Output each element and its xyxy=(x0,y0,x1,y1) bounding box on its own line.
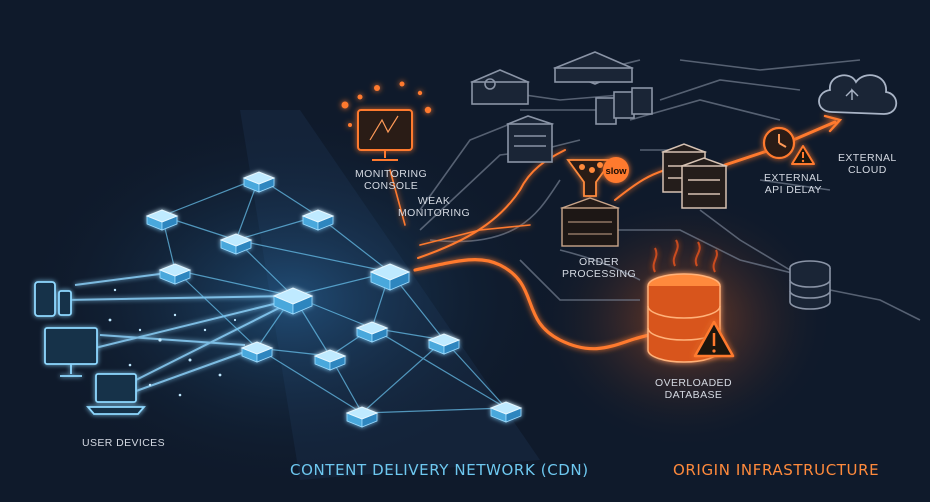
slow-badge: slow xyxy=(603,157,629,183)
order-processing-label-line2: PROCESSING xyxy=(562,268,637,280)
cdn-link xyxy=(235,239,391,273)
user-devices-label: USER DEVICES xyxy=(82,437,165,449)
cdn-node-icon xyxy=(313,349,347,371)
external-cloud-label: EXTERNAL CLOUD xyxy=(838,152,897,176)
order-processing-label-line1: ORDER xyxy=(579,256,619,268)
order-processing-label: ORDER PROCESSING xyxy=(562,256,636,280)
slow-badge-text: slow xyxy=(605,166,627,177)
external-cloud-label-line2: CLOUD xyxy=(847,164,887,176)
cdn-node-icon xyxy=(145,209,179,231)
cdn-node-icon xyxy=(158,263,192,285)
external-api-delay-label-line2: API DELAY xyxy=(764,184,822,196)
cdn-nodes xyxy=(145,171,523,428)
desktop-monitor-icon xyxy=(44,327,98,377)
laptop-icon xyxy=(86,373,146,415)
tablet-icon xyxy=(34,281,56,317)
user-traffic-streams xyxy=(64,271,291,396)
phone-icon xyxy=(58,290,72,316)
cdn-node-icon xyxy=(242,171,276,193)
cdn-link xyxy=(361,339,445,414)
cdn-link xyxy=(161,177,260,217)
cdn-node-icon xyxy=(427,333,461,355)
weak-monitoring-label-line2: MONITORING xyxy=(398,207,471,219)
monitor-icon xyxy=(357,109,413,161)
server-icon xyxy=(552,51,635,85)
warning-icon xyxy=(791,145,815,165)
cdn-link xyxy=(361,407,507,414)
overloaded-database-label-line1: OVERLOADED xyxy=(655,377,732,389)
warning-icon xyxy=(693,320,735,358)
monitoring-console-label: MONITORING CONSOLE xyxy=(355,168,427,192)
clock-icon xyxy=(762,126,796,160)
external-api-servers xyxy=(660,143,729,209)
weak-monitoring-label: WEAK MONITORING xyxy=(398,195,470,219)
external-cloud-label-line1: EXTERNAL xyxy=(838,152,897,164)
data-particles xyxy=(108,288,237,397)
external-api-delay-label: EXTERNAL API DELAY xyxy=(764,172,823,196)
order-processing-server: slow xyxy=(559,157,629,247)
cdn-node-icon xyxy=(489,401,523,423)
cdn-link xyxy=(174,269,294,297)
server-icon xyxy=(505,115,555,163)
cdn-node-icon xyxy=(240,341,274,363)
cdn-node-icon xyxy=(355,321,389,343)
cdn-link xyxy=(256,347,363,414)
cdn-node-icon xyxy=(369,263,411,291)
external-api-delay-label-line1: EXTERNAL xyxy=(764,172,823,184)
server-icon xyxy=(469,69,531,105)
alert-dots xyxy=(341,81,432,127)
database-icon xyxy=(789,260,831,310)
cdn-link xyxy=(174,269,258,349)
monitoring-console-label-line2: CONSOLE xyxy=(363,180,419,192)
server-icon xyxy=(679,157,729,209)
cdn-section-title: CONTENT DELIVERY NETWORK (CDN) xyxy=(290,461,589,479)
cdn-node-icon xyxy=(272,287,314,315)
overloaded-database-label-line2: DATABASE xyxy=(664,389,723,401)
cloud-icon xyxy=(818,74,898,115)
user-devices xyxy=(34,281,146,415)
server-icon xyxy=(559,197,621,247)
cdn-node-icon xyxy=(301,209,335,231)
cdn-node-icon xyxy=(219,233,253,255)
cdn-link xyxy=(371,327,507,409)
weak-monitoring-label-line1: WEAK xyxy=(417,195,451,207)
flame-icon xyxy=(652,239,718,273)
origin-section-title: ORIGIN INFRASTRUCTURE xyxy=(673,461,880,479)
cdn-link xyxy=(443,339,507,409)
background-servers xyxy=(469,51,831,310)
cdn-node-icon xyxy=(345,406,379,428)
server-icon xyxy=(595,87,653,125)
overloaded-database-label: OVERLOADED DATABASE xyxy=(655,377,732,401)
monitoring-console-label-line1: MONITORING xyxy=(355,168,428,180)
